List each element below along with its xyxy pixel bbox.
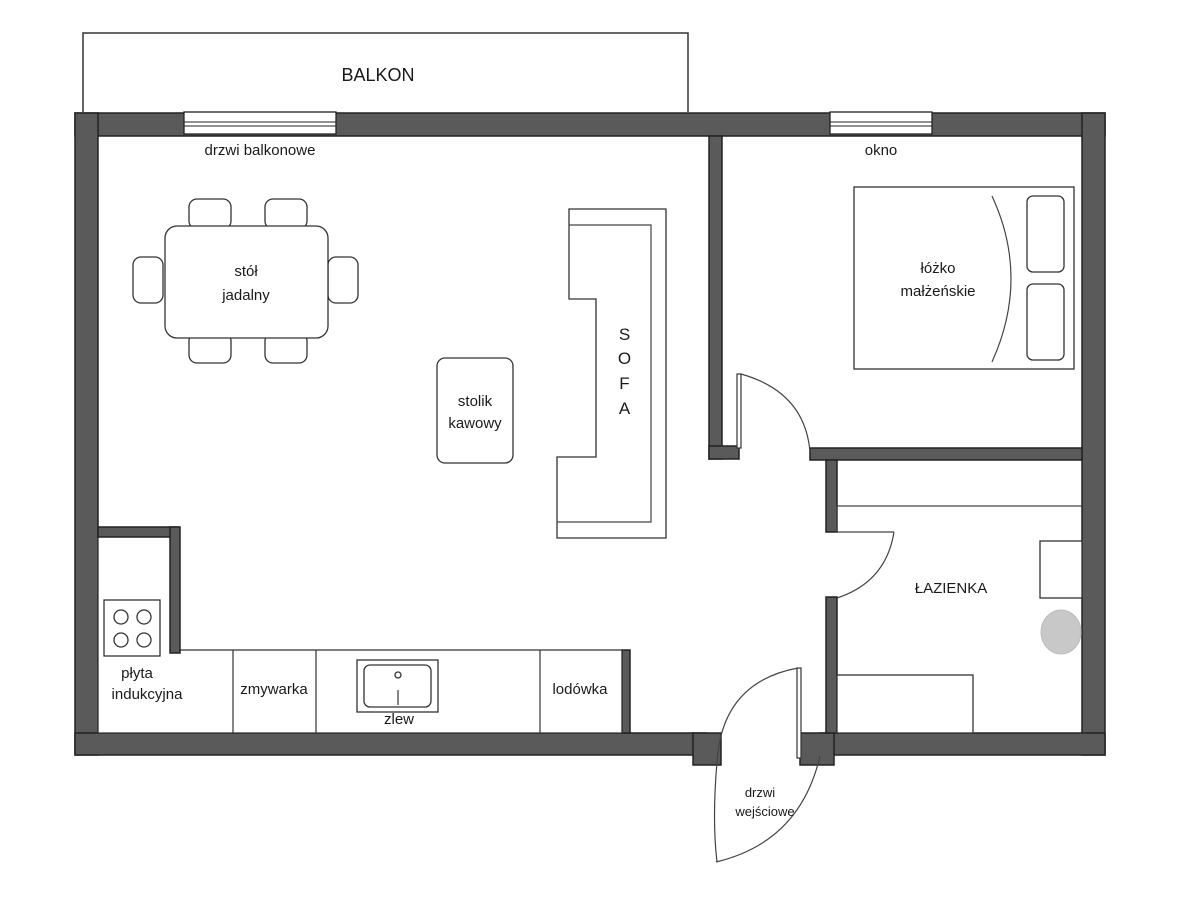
double-bed: łóżko małżeńskie <box>853 186 1075 370</box>
bathroom: ŁAZIENKA <box>836 505 1083 734</box>
entrance-door: drzwi wejściowe <box>713 667 821 863</box>
balcony-door-label: drzwi balkonowe <box>205 142 316 159</box>
bathroom-cabinet <box>1039 540 1083 599</box>
pillow-bottom <box>1026 283 1065 361</box>
sink-label: zlew <box>384 711 414 728</box>
sofa-letter-f: F <box>619 374 630 393</box>
bathroom-wall-upper <box>825 459 838 533</box>
dining-table <box>164 225 329 339</box>
bedroom-window: okno <box>829 111 933 159</box>
bathroom-label: ŁAZIENKA <box>915 580 988 597</box>
right-wall <box>1081 112 1106 756</box>
coffee-table-label-2: kawowy <box>448 415 502 432</box>
pillow-top <box>1026 195 1065 273</box>
left-wall <box>74 112 99 756</box>
bottom-wall-left <box>74 732 706 756</box>
kitchen-end-wall <box>621 649 631 734</box>
sofa-letter-a: A <box>619 399 631 418</box>
bathroom-wall-lower <box>825 596 838 734</box>
bed-label-2: małżeńskie <box>900 283 975 300</box>
window-label: okno <box>865 142 898 159</box>
sofa-letter-o: O <box>618 349 632 368</box>
bedroom-wall-vertical <box>708 135 723 460</box>
bedroom-door-stub <box>708 445 740 460</box>
coffee-table-label-1: stolik <box>458 393 493 410</box>
toilet <box>1040 609 1082 655</box>
dining-set: stół jadalny <box>132 198 359 364</box>
bedroom-door <box>736 373 811 453</box>
bed-label-1: łóżko <box>920 260 955 277</box>
cooktop-label-1: płyta <box>121 665 153 682</box>
door-jamb-right <box>799 732 835 766</box>
bedroom-bathroom-wall <box>809 447 1083 461</box>
sofa-letter-s: S <box>619 325 631 344</box>
balcony-door: drzwi balkonowe <box>183 111 337 159</box>
dishwasher-label: zmywarka <box>240 681 308 698</box>
dining-table-label-2: jadalny <box>221 287 270 304</box>
bottom-wall-right <box>819 732 1106 756</box>
cooktop-label-2: indukcyjna <box>112 686 184 703</box>
door-jamb-left <box>692 732 722 766</box>
entrance-door-label-2: wejściowe <box>734 804 794 819</box>
dining-table-label-1: stół <box>234 263 258 280</box>
fridge-label: lodówka <box>552 681 608 698</box>
bathtub <box>836 674 974 734</box>
sofa: S O F A <box>556 208 667 539</box>
balcony-label: BALKON <box>341 65 414 85</box>
coffee-table: stolik kawowy <box>436 357 514 464</box>
entrance-door-label-1: drzwi <box>745 785 775 800</box>
induction-cooktop <box>103 599 161 657</box>
balcony: BALKON <box>82 32 689 112</box>
kitchen: płyta indukcyjna zmywarka zlew lodówka <box>97 526 623 734</box>
